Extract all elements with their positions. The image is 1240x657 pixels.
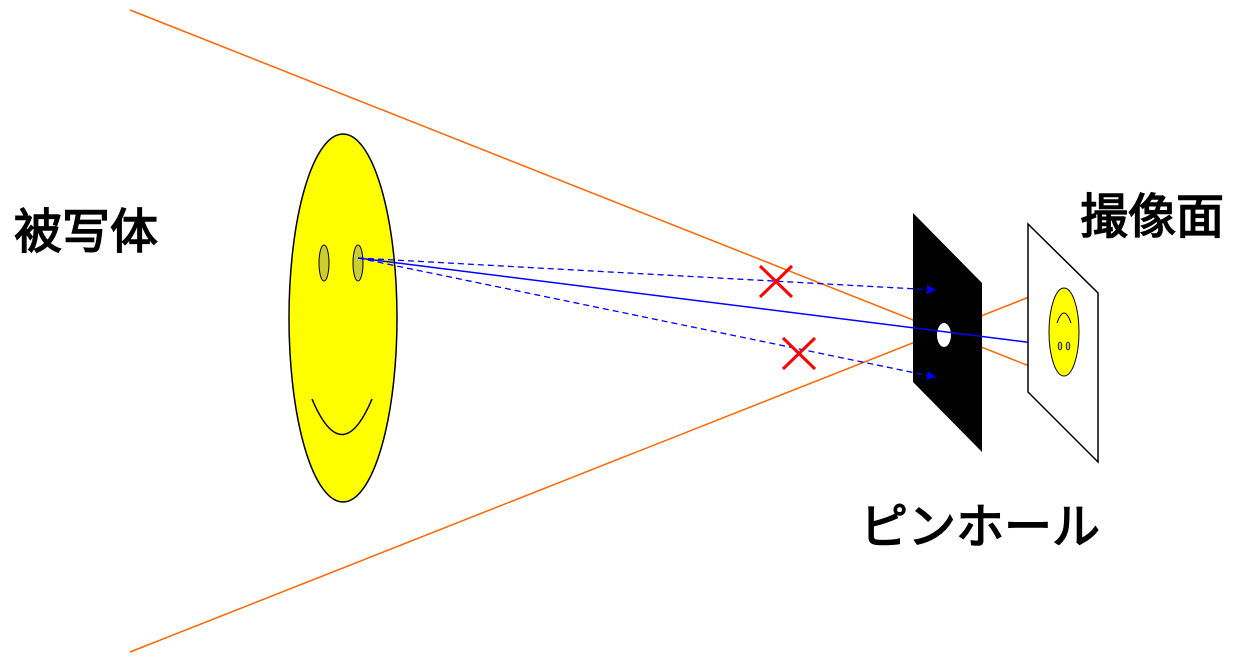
- ray-blocked-upper: [357, 257, 936, 295]
- sensor-label: 撮像面: [1080, 189, 1225, 245]
- subject-label: 被写体: [14, 204, 159, 260]
- cross-mark-icon: [758, 264, 794, 299]
- field-of-view-lines: [129, 9, 1053, 653]
- subject-smile: [311, 398, 373, 436]
- cross-mark-icon: [781, 336, 817, 371]
- pinhole-label: ピンホール: [860, 499, 1101, 555]
- subject-face-outline: [288, 133, 398, 503]
- sensor-image-smile: [1056, 312, 1072, 324]
- light-rays: [357, 257, 1060, 380]
- sensor-image-face: [1048, 287, 1080, 377]
- fov-line-top: [129, 9, 1053, 376]
- sensor-plane: [1027, 222, 1099, 464]
- pinhole-hole: [937, 323, 951, 347]
- subject-face: [288, 133, 398, 503]
- subject-right-eye: [352, 244, 364, 282]
- subject-left-eye: [318, 244, 330, 282]
- fov-line-bottom: [129, 287, 1053, 653]
- sensor-image-left-eye: [1057, 341, 1063, 351]
- ray-blocked-lower: [357, 257, 936, 380]
- sensor-image-right-eye: [1065, 341, 1071, 351]
- ray-through-pinhole: [357, 257, 1060, 351]
